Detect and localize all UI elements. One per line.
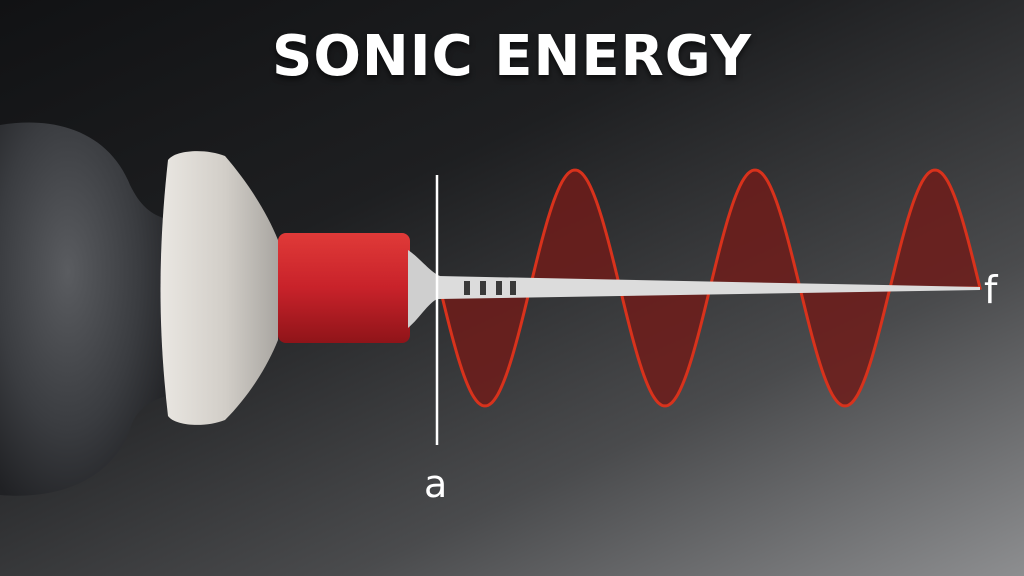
cup-part (160, 151, 278, 425)
file-marking (510, 281, 516, 295)
label-a: a (424, 462, 448, 506)
file-marking (464, 281, 470, 295)
file-marking (496, 281, 502, 295)
endodontic-file-icon (438, 276, 980, 299)
red-collar (278, 233, 410, 343)
file-neck (408, 250, 440, 328)
label-f: f (984, 268, 998, 312)
page-title: SONIC ENERGY (271, 24, 752, 89)
file-marking (480, 281, 486, 295)
handpiece-icon (0, 122, 170, 496)
